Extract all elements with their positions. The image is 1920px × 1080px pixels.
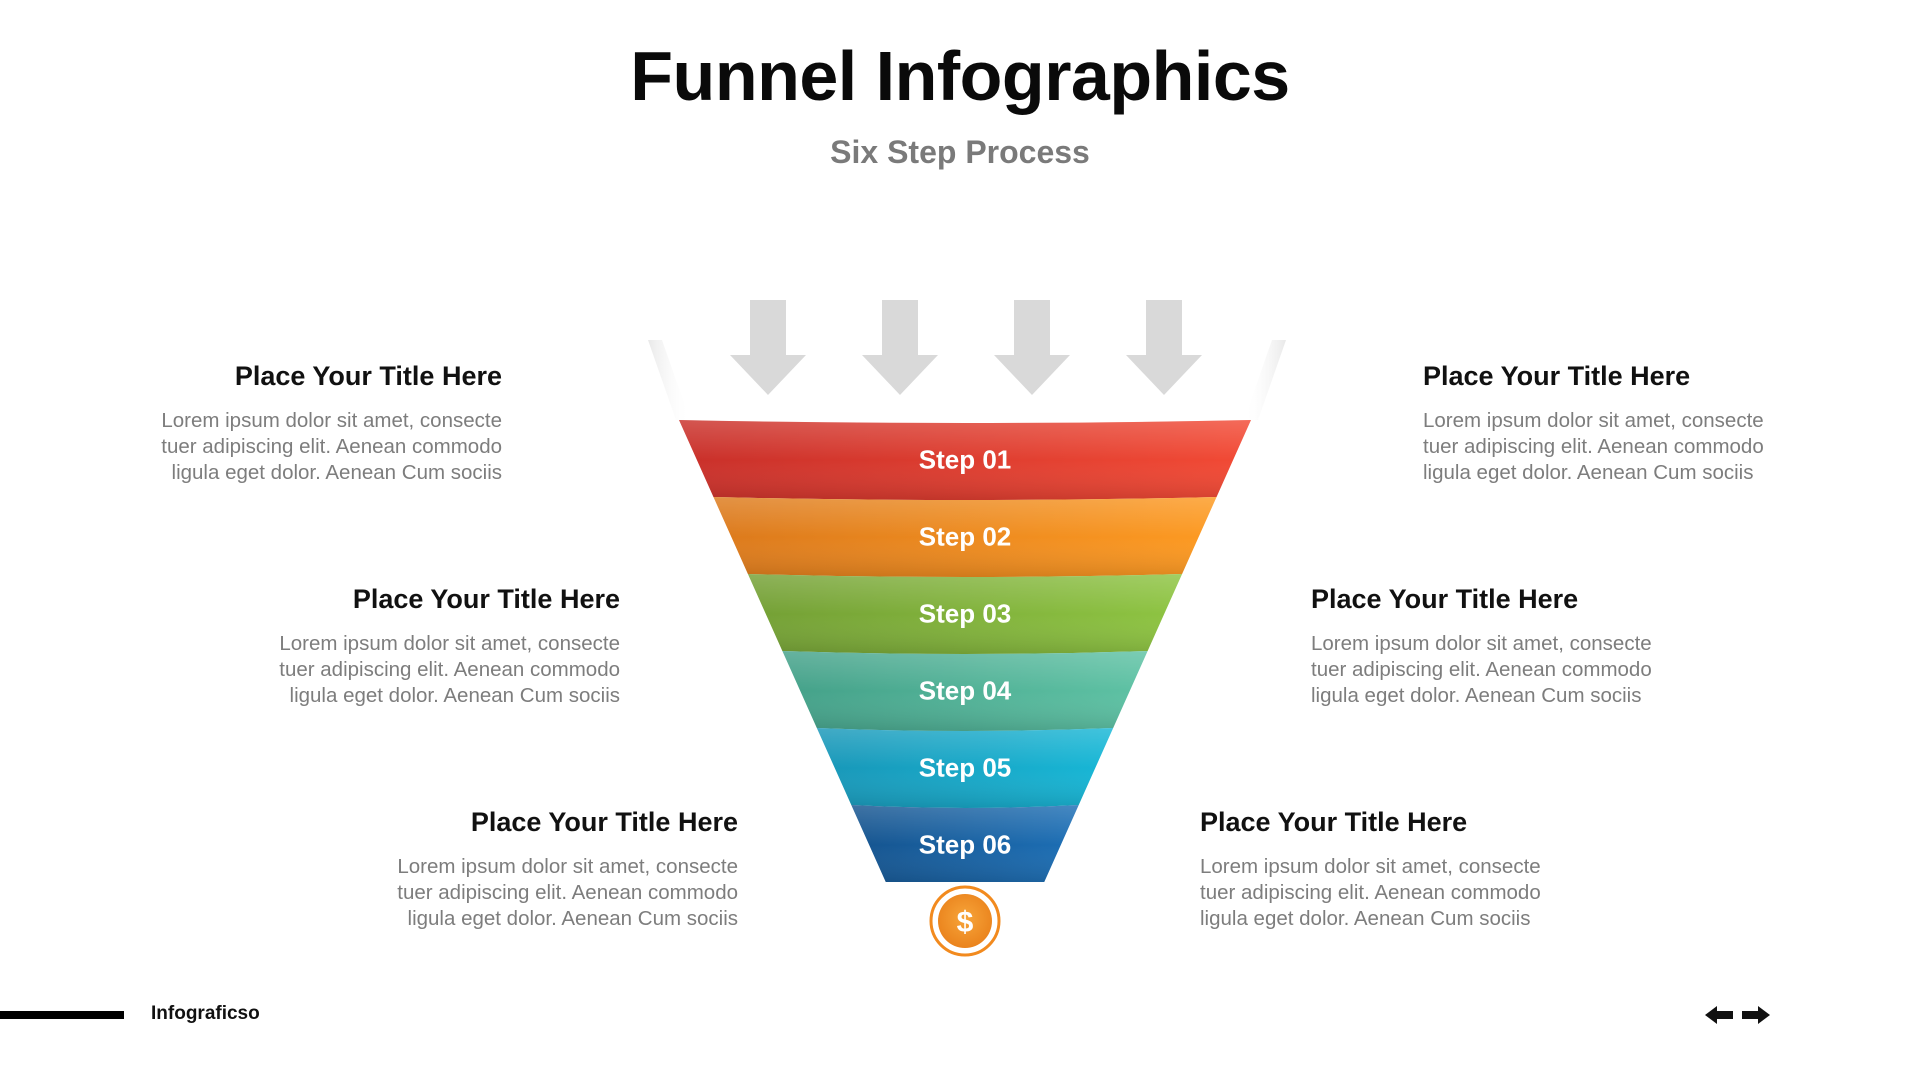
block-body: Lorem ipsum dolor sit amet, consecte tue… — [279, 632, 620, 707]
block-title: Place Your Title Here — [1200, 807, 1468, 837]
funnel-band-shade — [713, 497, 1217, 577]
funnel-band-shade — [679, 420, 1251, 500]
dollar-symbol: $ — [957, 906, 974, 939]
block-title: Place Your Title Here — [470, 807, 738, 837]
funnel-band-shade — [851, 805, 1079, 885]
block-title: Place Your Title Here — [352, 584, 620, 614]
step-2-description: Place Your Title Here Lorem ipsum dolor … — [1423, 361, 1783, 486]
funnel-step-4: Step 04 — [782, 651, 1148, 731]
funnel-band-shade — [782, 651, 1148, 731]
step-label: Step 06 — [919, 830, 1012, 860]
funnel-step-6: Step 06 — [851, 805, 1079, 885]
down-arrow-icon — [1126, 300, 1202, 395]
funnel-step-5: Step 05 — [816, 728, 1114, 808]
footer-accent-bar — [0, 1011, 124, 1019]
funnel-band-shade — [747, 574, 1183, 654]
block-body: Lorem ipsum dolor sit amet, consecte tue… — [161, 409, 502, 484]
block-body: Lorem ipsum dolor sit amet, consecte tue… — [1311, 632, 1652, 707]
funnel-ghost-left-edge — [648, 340, 690, 420]
funnel-bands: Step 01 Step 02 Step 03 Step 04 Step 05 Step … — [679, 420, 1251, 962]
step-6-description: Place Your Title Here Lorem ipsum dolor … — [1200, 807, 1560, 932]
step-label: Step 02 — [919, 522, 1012, 552]
block-body: Lorem ipsum dolor sit amet, consecte tue… — [1423, 409, 1764, 484]
dollar-coin-icon: $ — [929, 885, 1001, 957]
block-body: Lorem ipsum dolor sit amet, consecte tue… — [1200, 855, 1541, 930]
funnel-band-shade — [816, 728, 1114, 808]
block-title: Place Your Title Here — [1423, 361, 1691, 391]
funnel-step-2: Step 02 — [713, 497, 1217, 577]
page-subtitle: Six Step Process — [830, 134, 1090, 170]
funnel-ghost-right-edge — [1244, 340, 1286, 420]
block-title: Place Your Title Here — [1311, 584, 1579, 614]
block-body: Lorem ipsum dolor sit amet, consecte tue… — [397, 855, 738, 930]
down-arrow-icon — [862, 300, 938, 395]
arrow-left-icon[interactable] — [1705, 1004, 1735, 1026]
brand-name: Infograficso — [151, 1003, 260, 1024]
down-arrow-icon — [994, 300, 1070, 395]
step-label: Step 01 — [919, 445, 1012, 475]
step-5-description: Place Your Title Here Lorem ipsum dolor … — [378, 807, 738, 932]
funnel-step-3: Step 03 — [747, 574, 1183, 654]
step-4-description: Place Your Title Here Lorem ipsum dolor … — [1311, 584, 1671, 709]
block-title: Place Your Title Here — [234, 361, 502, 391]
step-label: Step 04 — [919, 676, 1012, 706]
step-label: Step 03 — [919, 599, 1012, 629]
step-3-description: Place Your Title Here Lorem ipsum dolor … — [260, 584, 620, 709]
down-arrow-icon — [730, 300, 806, 395]
step-1-description: Place Your Title Here Lorem ipsum dolor … — [142, 361, 502, 486]
step-label: Step 05 — [919, 753, 1012, 783]
funnel-step-1: Step 01 — [679, 420, 1251, 500]
arrow-right-icon[interactable] — [1740, 1004, 1770, 1026]
page-title: Funnel Infographics — [630, 37, 1290, 115]
top-arrows — [730, 300, 1202, 395]
